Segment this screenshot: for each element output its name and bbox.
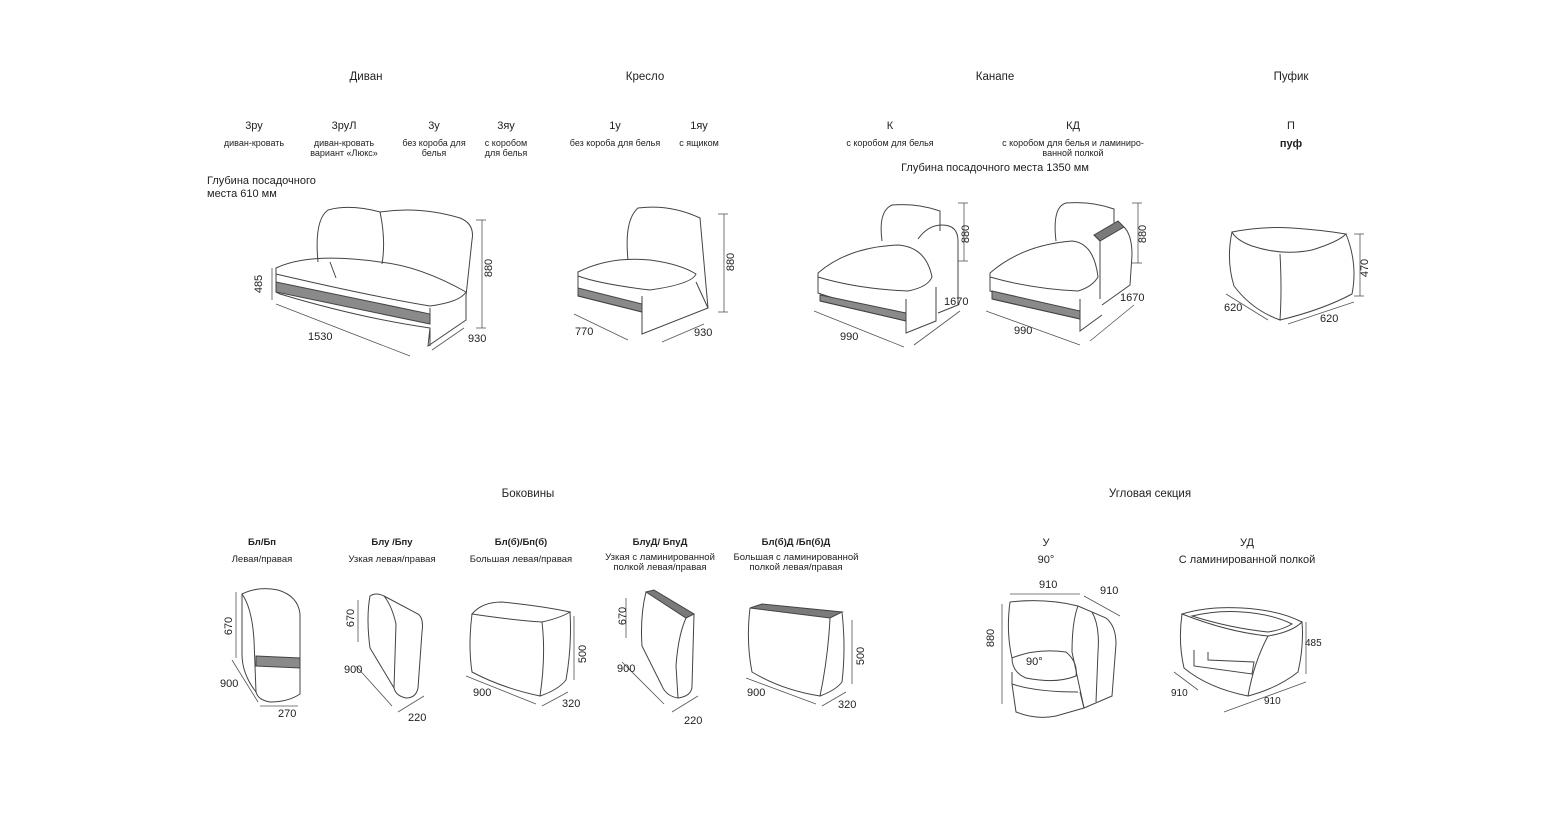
side-blu-height-dim: 670	[345, 608, 358, 628]
side-bl-depth-dim: 900	[220, 678, 239, 690]
side-desc-bl: Левая/правая	[231, 554, 293, 565]
side-bluD-height-dim: 670	[617, 606, 630, 626]
side-bl-height-dim: 670	[223, 616, 236, 636]
armchair-desc-1u: без короба для белья	[569, 138, 661, 148]
canape-code-k: К	[886, 120, 894, 132]
sofa-desc-3ruL: диван-кровать вариант «Люкс»	[310, 138, 378, 158]
pouf-code: П	[1287, 120, 1295, 132]
sofa-code-3ru: 3ру	[245, 120, 263, 132]
side-blu-drawing	[355, 593, 425, 713]
canape-kd-width-dim: 990	[1014, 325, 1033, 337]
sofa-seat-height-dim: 485	[253, 274, 266, 294]
category-corner: Угловая секция	[1108, 488, 1192, 500]
side-desc-bl6D: Большая с ламинированной полкой левая/пр…	[733, 552, 859, 573]
side-code-bl6D: Бл(б)Д /Бп(б)Д	[761, 537, 831, 548]
corner-ud-drawing	[1173, 607, 1307, 713]
sofa-width-dim: 1530	[308, 331, 333, 343]
category-armchair: Кресло	[625, 71, 665, 83]
canape-k-width-dim: 990	[840, 331, 859, 343]
side-desc-blu: Узкая левая/правая	[348, 554, 436, 565]
side-code-blu: Блу /Бпу	[371, 537, 413, 548]
sofa-drawing	[271, 206, 486, 357]
canape-kd-depth-dim: 1670	[1120, 292, 1145, 304]
pouf-height-dim: 470	[1359, 258, 1372, 278]
side-bl6-width-dim: 320	[562, 698, 581, 710]
sofa-code-3yau: 3яу	[497, 120, 515, 132]
corner-u-angle-label: 90°	[1026, 656, 1043, 668]
armchair-desc-1yau: с ящиком	[679, 138, 719, 148]
category-pouf: Пуфик	[1273, 71, 1309, 83]
side-bl6D-depth-dim: 900	[747, 687, 766, 699]
armchair-code-1yau: 1яу	[690, 120, 708, 132]
canape-code-kd: КД	[1066, 120, 1080, 132]
side-bl6-depth-dim: 900	[473, 687, 492, 699]
corner-u-height-dim: 880	[985, 628, 998, 648]
corner-ud-height-dim: 485	[1305, 638, 1322, 649]
canape-desc-k: с коробом для белья	[846, 138, 934, 148]
armchair-height-dim: 880	[725, 252, 738, 272]
corner-u-drawing	[1001, 593, 1121, 718]
corner-u-w2-dim: 910	[1100, 585, 1119, 597]
pouf-depth-dim: 620	[1320, 313, 1339, 325]
armchair-width-dim: 770	[575, 326, 594, 338]
side-bl6D-height-dim: 500	[855, 646, 868, 666]
side-bluD-drawing	[621, 589, 699, 713]
side-bl6-height-dim: 500	[577, 644, 590, 664]
sofa-code-3u: 3у	[428, 120, 440, 132]
armchair-drawing	[573, 206, 728, 343]
side-blu-depth-dim: 900	[344, 664, 363, 676]
canape-k-depth-dim: 1670	[944, 296, 969, 308]
sofa-desc-3yau: с коробом для белья	[484, 138, 528, 158]
canape-seat-depth-note: Глубина посадочного места 1350 мм	[901, 162, 1089, 174]
category-canape: Канапе	[975, 71, 1015, 83]
corner-desc-ud: С ламинированной полкой	[1178, 554, 1316, 566]
side-code-bl: Бл/Бп	[247, 537, 277, 548]
corner-desc-u: 90°	[1037, 554, 1055, 566]
sofa-seat-depth-note: Глубина посадочного места 610 мм	[207, 175, 316, 200]
sofa-code-3ruL: 3руЛ	[331, 120, 357, 132]
canape-kd-drawing	[985, 202, 1142, 346]
side-bl-width-dim: 270	[278, 708, 297, 720]
corner-code-ud: УД	[1240, 537, 1254, 549]
side-bl6D-drawing	[745, 603, 853, 707]
corner-ud-w2-dim: 910	[1264, 696, 1281, 707]
armchair-code-1u: 1у	[609, 120, 621, 132]
canape-k-drawing	[813, 202, 968, 348]
pouf-desc: пуф	[1279, 138, 1303, 150]
side-bl-drawing	[231, 588, 301, 707]
canape-kd-height-dim: 880	[1137, 224, 1150, 244]
side-code-bl6: Бл(б)/Бп(б)	[494, 537, 548, 548]
side-bl6-drawing	[465, 601, 575, 707]
category-sides: Боковины	[501, 488, 555, 500]
pouf-drawing	[1225, 227, 1364, 325]
canape-k-height-dim: 880	[960, 224, 973, 244]
canape-desc-kd: с коробом для белья и ламиниро-ванной по…	[1002, 138, 1144, 158]
category-sofa: Диван	[349, 71, 383, 83]
sofa-desc-3u: без короба для белья	[402, 138, 466, 158]
corner-code-u: У	[1042, 537, 1050, 549]
armchair-depth-dim: 930	[694, 327, 713, 339]
sofa-depth-dim: 930	[468, 333, 487, 345]
side-bluD-width-dim: 220	[684, 715, 703, 727]
corner-ud-w1-dim: 910	[1171, 688, 1188, 699]
sofa-height-dim: 880	[483, 258, 496, 278]
side-desc-bluD: Узкая с ламинированной полкой левая/прав…	[605, 552, 715, 573]
corner-u-w1-dim: 910	[1039, 579, 1058, 591]
sofa-desc-3ru: диван-кровать	[223, 138, 285, 148]
pouf-width-dim: 620	[1224, 302, 1243, 314]
side-desc-bl6: Большая левая/правая	[469, 554, 573, 565]
side-bl6D-width-dim: 320	[838, 699, 857, 711]
side-blu-width-dim: 220	[408, 712, 427, 724]
side-code-bluD: БлуД/ БпуД	[632, 537, 688, 548]
side-bluD-depth-dim: 900	[617, 663, 636, 675]
